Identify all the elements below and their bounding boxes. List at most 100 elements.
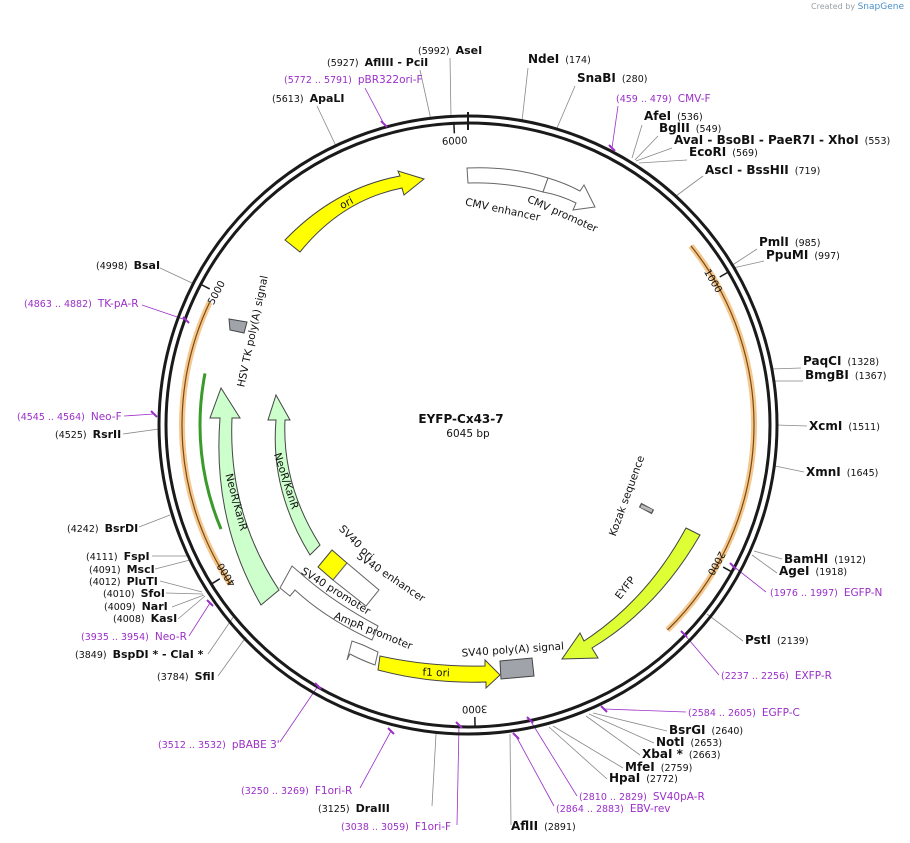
leader-27 (552, 725, 624, 769)
primer-label-20[interactable]: (1976 .. 1997)EGFP-N (770, 587, 882, 599)
label-part-a: XbaI * (642, 747, 684, 761)
neor-inner-arrow (267, 393, 321, 556)
enzyme-label-0[interactable]: (5992)AseI (418, 44, 482, 57)
feature-arrows (209, 167, 701, 690)
label-part-b: Neo-F (91, 411, 122, 423)
label-part-a: PpuMI (766, 248, 808, 262)
enzyme-label-17[interactable]: XmnI(1645) (806, 465, 878, 479)
enzyme-label-45[interactable]: (4242) BsrDI (67, 522, 138, 535)
enzyme-label-43[interactable]: (4091)MscI (89, 563, 155, 576)
label-part-a: (3038 .. 3059) (341, 822, 409, 833)
enzyme-label-1[interactable]: (5927)AflIII - PciI (327, 56, 428, 69)
label-part-b: DraIII (356, 802, 390, 815)
label-part-b: (569) (732, 148, 758, 159)
label-part-a: (4863 .. 4882) (24, 299, 92, 310)
enzyme-label-46[interactable]: (4525)RsrII (55, 428, 121, 441)
primer-label-35[interactable]: (3512 .. 3532)pBABE 3' (158, 739, 280, 751)
enzyme-label-36[interactable]: (3784)SfiI (157, 670, 215, 683)
primer-label-38[interactable]: (3935 .. 3954)Neo-R (81, 631, 187, 643)
label-part-a: (4998) (96, 261, 128, 272)
neor-outer-arrow (209, 386, 280, 606)
label-part-a: BmgBI (805, 368, 849, 382)
enzyme-label-26[interactable]: XbaI * (2663) (642, 747, 720, 761)
label-part-b: (1328) (847, 357, 879, 368)
enzyme-label-5[interactable]: SnaBI(280) (577, 71, 647, 85)
label-part-a: (4012) (89, 577, 121, 588)
enzyme-label-12[interactable]: PmlI(985) (759, 235, 820, 249)
enzyme-label-40[interactable]: (4009)NarI (104, 600, 168, 613)
primer-label-48[interactable]: (4863 .. 4882)TK-pA-R (24, 298, 139, 310)
label-part-b: (2640) (712, 726, 744, 737)
enzyme-label-27[interactable]: MfeI(2759) (625, 760, 692, 774)
leader-39 (177, 595, 206, 620)
enzyme-label-14[interactable]: PaqCI(1328) (803, 354, 879, 368)
label-part-b: (536) (677, 112, 703, 123)
leader-33 (431, 733, 437, 807)
label-part-b: AflIII - PciI (365, 56, 429, 69)
primer-label-6[interactable]: (459 .. 479)CMV-F (616, 93, 711, 105)
label-part-a: (4111) (86, 552, 118, 563)
eyfp-arrow (561, 527, 701, 660)
leader-24 (592, 712, 668, 732)
primer-label-30[interactable]: (2864 .. 2883)EBV-rev (556, 803, 671, 815)
enzyme-label-28[interactable]: HpaI(2772) (609, 771, 678, 785)
label-part-b: pBABE 3' (232, 739, 280, 751)
enzyme-label-7[interactable]: AfeI (536) (644, 109, 703, 123)
label-part-a: (4242) (67, 524, 99, 535)
label-part-a: (2810 .. 2829) (579, 792, 647, 803)
leader-16 (776, 424, 808, 427)
label-part-b: (2663) (689, 750, 721, 761)
label-part-b: BsrDI (105, 522, 139, 535)
enzyme-label-3[interactable]: (5613)ApaLI (272, 92, 345, 105)
enzyme-label-42[interactable]: (4012)PluTI (89, 575, 158, 588)
label-part-a: (3935 .. 3954) (81, 632, 149, 643)
label-part-a: NotI (656, 735, 685, 749)
leader-6 (611, 105, 619, 149)
enzyme-label-9[interactable]: AvaI - BsoBI - PaeR7I - XhoI(553) (674, 133, 890, 147)
primer-label-34[interactable]: (3250 .. 3269)F1ori-R (241, 785, 352, 797)
enzyme-label-19[interactable]: AgeI(1918) (779, 564, 847, 578)
label-part-a: (2237 .. 2256) (721, 671, 789, 682)
primer-label-2[interactable]: (5772 .. 5791)pBR322ori-F (284, 74, 423, 86)
enzyme-label-33[interactable]: (3125)DraIII (318, 802, 390, 815)
enzyme-label-16[interactable]: XcmI(1511) (809, 419, 880, 433)
primer-label-23[interactable]: (2584 .. 2605)EGFP-C (688, 707, 800, 719)
enzyme-label-31[interactable]: AflII(2891) (511, 819, 576, 833)
leader-26 (585, 715, 641, 756)
enzyme-label-8[interactable]: BglII(549) (659, 121, 721, 135)
site-labels: (5992)AseI(5927)AflIII - PciI (5772 .. 57… (17, 44, 890, 833)
primer-mark-23 (600, 705, 608, 713)
leader-49 (159, 267, 193, 284)
enzyme-label-49[interactable]: (4998)BsaI (96, 259, 160, 272)
enzyme-label-44[interactable]: (4111)FspI (86, 550, 150, 563)
leader-8 (634, 135, 659, 161)
label-part-b: SfoI (141, 587, 165, 600)
tick-label-6000: 6000 (442, 136, 468, 148)
enzyme-label-41[interactable]: (4010)SfoI (103, 587, 165, 600)
enzyme-label-24[interactable]: BsrGI(2640) (669, 723, 743, 737)
label-part-b: (2759) (661, 763, 693, 774)
enzyme-label-18[interactable]: BamHI(1912) (784, 552, 866, 566)
enzyme-label-25[interactable]: NotI(2653) (656, 735, 722, 749)
enzyme-label-4[interactable]: NdeI(174) (528, 52, 591, 66)
enzyme-label-11[interactable]: AscI - BssHII(719) (705, 163, 820, 177)
label-part-b: KasI (151, 612, 178, 625)
enzyme-label-39[interactable]: (4008)KasI (113, 612, 177, 625)
tick-2000 (722, 566, 732, 573)
primer-label-47[interactable]: (4545 .. 4564)Neo-F (17, 411, 122, 423)
primer-label-32[interactable]: (3038 .. 3059)F1ori-F (341, 821, 451, 833)
primer-label-22[interactable]: (2237 .. 2256)EXFP-R (721, 670, 832, 682)
enzyme-label-13[interactable]: PpuMI(997) (766, 248, 840, 262)
label-part-b: F1ori-R (315, 785, 352, 797)
label-part-a: NdeI (528, 52, 559, 66)
primer-label-29[interactable]: (2810 .. 2829)SV40pA-R (579, 791, 705, 803)
label-part-a: AfeI (644, 109, 671, 123)
leader-21 (706, 613, 744, 642)
label-part-b: EBV-rev (630, 803, 671, 815)
label-part-a: BamHI (784, 552, 828, 566)
label-part-b: (985) (795, 238, 821, 249)
enzyme-label-21[interactable]: PstI(2139) (745, 633, 809, 647)
enzyme-label-15[interactable]: BmgBI(1367) (805, 368, 886, 382)
enzyme-label-37[interactable]: (3849)BspDI * - ClaI * (75, 648, 204, 661)
enzyme-label-10[interactable]: EcoRI(569) (689, 145, 758, 159)
